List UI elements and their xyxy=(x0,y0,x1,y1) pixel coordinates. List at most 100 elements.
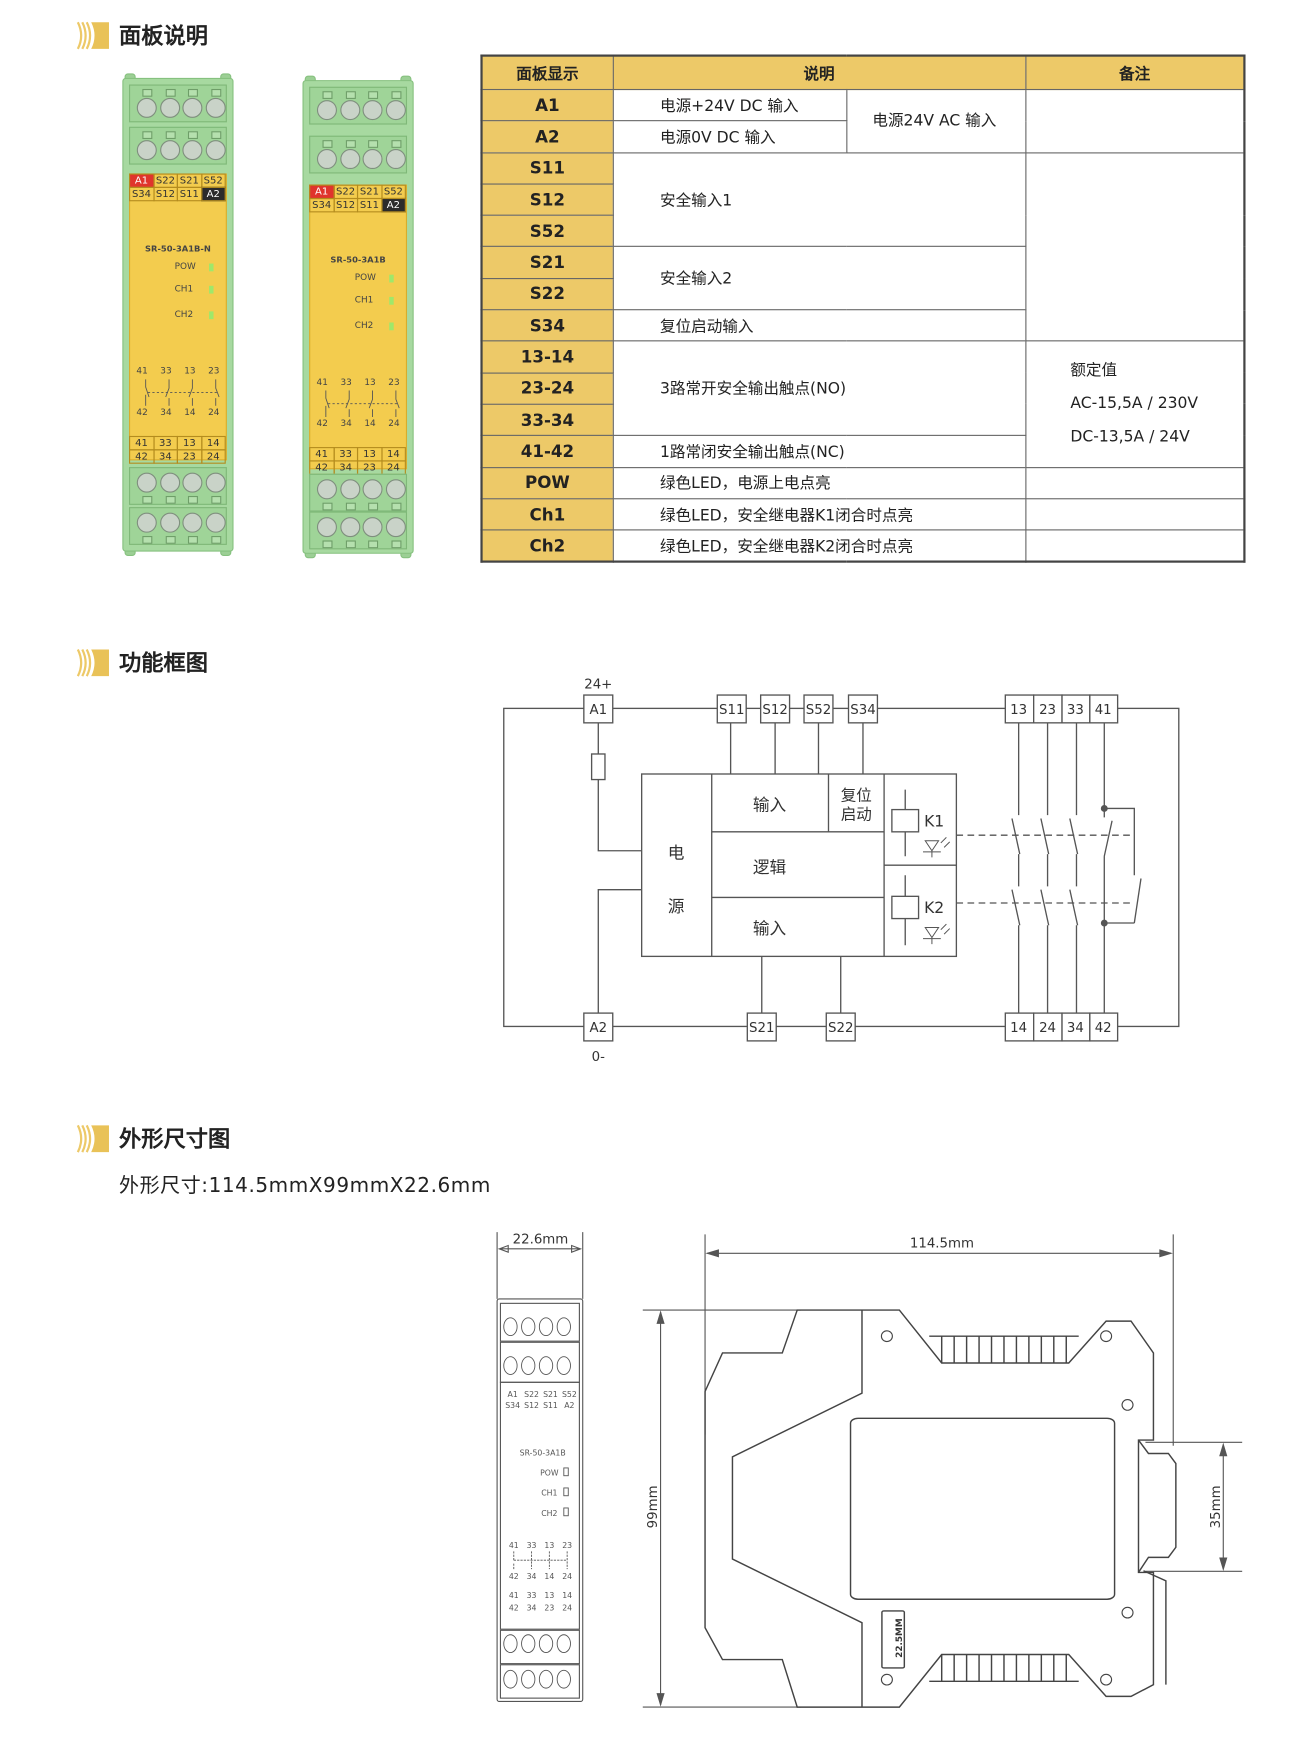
terminal-block xyxy=(129,126,227,165)
contact-number: 42 xyxy=(316,418,328,429)
contact-number: 14 xyxy=(544,1572,554,1581)
terminal-13: 13 xyxy=(1010,703,1027,718)
led-pow xyxy=(209,263,214,272)
contact-number: 13 xyxy=(364,376,376,388)
table-row: 23-24 xyxy=(480,372,1245,405)
module-width-mark: 22.5MM xyxy=(895,1618,905,1658)
key-cell: S21 xyxy=(480,246,614,279)
height-dimension: 99mm xyxy=(646,1485,661,1528)
relay-coil-k1-icon xyxy=(891,808,920,833)
led-ch1 xyxy=(209,285,214,294)
desc-cell: 安全输入1 xyxy=(612,151,1026,248)
led-label: CH1 xyxy=(354,294,374,305)
contact-number: 42 xyxy=(509,1572,519,1581)
terminal-label: A2 xyxy=(380,197,406,213)
contact-number: 24 xyxy=(208,407,220,418)
terminal-block xyxy=(309,511,408,550)
terminal-label: S22 xyxy=(524,1390,539,1399)
start-label: 启动 xyxy=(841,806,872,824)
note-rated: 额定值 xyxy=(1070,361,1118,380)
contact-number: 34 xyxy=(160,407,172,418)
key-cell: S11 xyxy=(480,151,614,185)
dimension-labels: 114.5mm 99mm 35mm 22.5MM xyxy=(646,1237,1224,1658)
note-cell xyxy=(1024,466,1245,500)
terminal-block xyxy=(129,84,227,123)
contact-number: 33 xyxy=(340,376,352,388)
terminal-block xyxy=(129,467,227,505)
terminal-42: 42 xyxy=(1095,1021,1112,1036)
terminal-block xyxy=(309,135,408,174)
terminal-label: 42 xyxy=(509,1603,519,1612)
note-ac-rating: AC-15,5A / 230V xyxy=(1070,395,1199,414)
desc-cell: 3路常开安全输出触点(NO) xyxy=(612,340,1026,437)
wires xyxy=(597,722,864,1014)
desc-cell: 复位启动输入 xyxy=(612,309,1026,342)
contact-number: 33 xyxy=(527,1541,537,1550)
key-cell: 23-24 xyxy=(480,372,614,405)
terminal-s22: S22 xyxy=(828,1021,853,1036)
section-stripe-icon xyxy=(76,1124,109,1153)
terminal-s12: S12 xyxy=(762,703,787,718)
relay-coil-k2-icon xyxy=(891,895,920,920)
note-cell xyxy=(1024,498,1245,531)
width-dimension: 22.6mm xyxy=(513,1232,569,1247)
contact-number: 34 xyxy=(340,418,352,429)
terminal-s52: S52 xyxy=(806,703,831,718)
table-row: 33-34 xyxy=(480,403,1245,437)
desc-cell: 电源24V AC 输入 xyxy=(845,88,1026,154)
desc-cell: 绿色LED，安全继电器K2闭合时点亮 xyxy=(612,529,1026,563)
key-cell: S34 xyxy=(480,309,614,342)
contact-symbol xyxy=(325,390,400,418)
table-row: S22 xyxy=(480,277,1245,311)
terminal-block xyxy=(309,473,408,512)
desc-cell: 绿色LED，电源上电点亮 xyxy=(612,466,1026,500)
terminal-s21: S21 xyxy=(749,1021,774,1036)
terminal-label: 41 xyxy=(509,1591,519,1600)
contact-number: 42 xyxy=(136,407,148,418)
terminal-label: S11 xyxy=(543,1401,558,1410)
contact-number: 23 xyxy=(208,365,220,376)
terminal-14: 14 xyxy=(1010,1021,1027,1036)
section-stripe-icon xyxy=(76,21,109,50)
desc-cell: 安全输入2 xyxy=(612,246,1026,311)
terminal-label: S34 xyxy=(505,1401,520,1410)
front-view-drawing xyxy=(496,1232,584,1703)
section-title-panel: 面板说明 xyxy=(118,22,208,49)
model-name: SR-50-3A1B-N xyxy=(145,243,211,254)
led-label: CH1 xyxy=(541,1489,557,1498)
side-view-drawing xyxy=(705,1310,1176,1707)
terminal-block xyxy=(129,507,227,545)
section-title-block-diagram: 功能框图 xyxy=(118,649,208,677)
terminal-s34: S34 xyxy=(850,703,875,718)
contact-number: 41 xyxy=(316,376,328,388)
terminal-33: 33 xyxy=(1067,703,1084,718)
note-cell: 额定值 AC-15,5A / 230V DC-13,5A / 24V xyxy=(1024,340,1245,468)
key-cell: S22 xyxy=(480,277,614,311)
contact-number: 41 xyxy=(509,1541,519,1550)
reset-label: 复位 xyxy=(841,787,872,805)
terminal-label: A1 xyxy=(508,1390,518,1399)
note-dc-rating: DC-13,5A / 24V xyxy=(1070,428,1190,447)
minus-label: 0- xyxy=(592,1050,605,1065)
contact-number: 41 xyxy=(136,365,148,376)
contact-number: 13 xyxy=(544,1541,554,1550)
length-dimension: 114.5mm xyxy=(910,1237,974,1252)
key-cell: POW xyxy=(480,466,614,500)
terminal-41: 41 xyxy=(1095,703,1112,718)
contact-symbol xyxy=(145,379,220,406)
led-ch1 xyxy=(389,296,394,305)
input-label: 输入 xyxy=(753,796,787,815)
fuse-icon xyxy=(590,753,606,781)
contact-number: 24 xyxy=(562,1572,572,1581)
